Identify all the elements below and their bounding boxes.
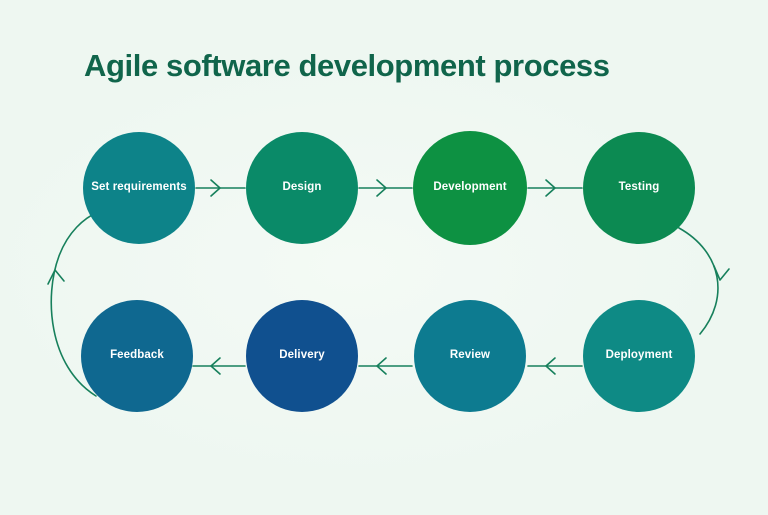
node-label: Review bbox=[449, 349, 491, 362]
node-label: Development bbox=[433, 181, 507, 194]
connector-development-to-testing bbox=[527, 179, 583, 197]
node-label: Set requirements bbox=[91, 181, 187, 194]
node-feedback[interactable]: Feedback bbox=[81, 300, 193, 412]
page-title: Agile software development process bbox=[84, 48, 610, 83]
node-review[interactable]: Review bbox=[414, 300, 526, 412]
node-label: Deployment bbox=[605, 349, 673, 362]
node-label: Design bbox=[282, 181, 322, 194]
connector-set-requirements-to-design bbox=[195, 179, 246, 197]
node-design[interactable]: Design bbox=[246, 132, 358, 244]
node-label: Delivery bbox=[279, 349, 325, 362]
node-testing[interactable]: Testing bbox=[583, 132, 695, 244]
node-set-requirements[interactable]: Set requirements bbox=[83, 132, 195, 244]
node-delivery[interactable]: Delivery bbox=[246, 300, 358, 412]
connector-testing-to-deployment bbox=[678, 227, 730, 335]
node-development[interactable]: Development bbox=[413, 131, 527, 245]
node-label: Feedback bbox=[110, 349, 164, 362]
connector-delivery-to-feedback bbox=[192, 357, 246, 375]
connector-feedback-to-set-requirements bbox=[47, 211, 99, 397]
node-deployment[interactable]: Deployment bbox=[583, 300, 695, 412]
connector-deployment-to-review bbox=[527, 357, 583, 375]
node-label: Testing bbox=[618, 181, 660, 194]
connector-design-to-development bbox=[358, 179, 413, 197]
connector-review-to-delivery bbox=[358, 357, 413, 375]
